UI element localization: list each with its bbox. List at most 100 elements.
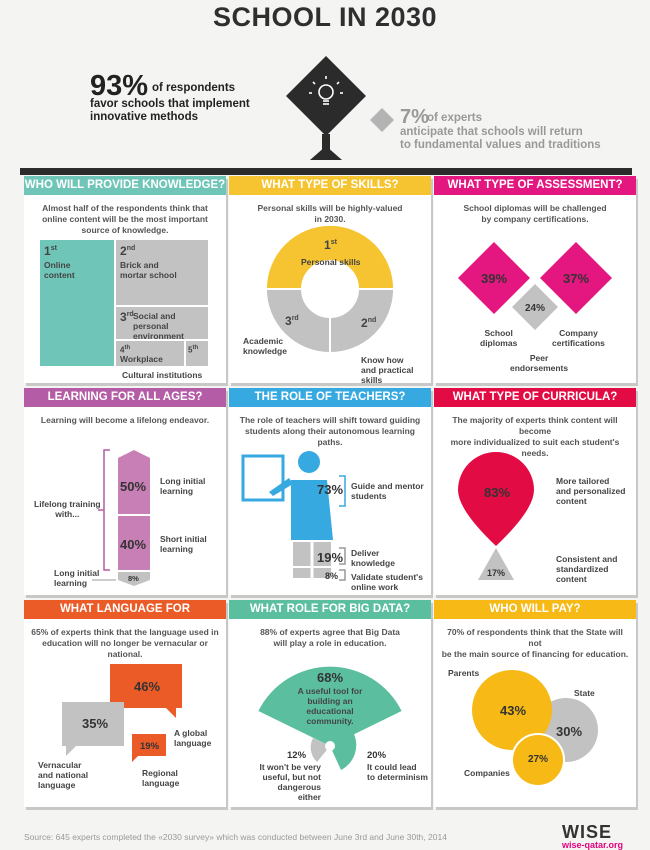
bubble-global	[110, 664, 182, 718]
value-tailored: 83%	[484, 485, 511, 500]
card-title: THE ROLE OF TEACHERS?	[229, 388, 431, 407]
fan-determinism	[330, 732, 357, 770]
label-parents: Parents	[448, 668, 480, 678]
intro-pointer	[310, 146, 342, 160]
card-subtitle: The role of teachers will shift toward g…	[235, 415, 425, 448]
label-companies: Companies	[464, 768, 510, 778]
teacher-head	[298, 451, 320, 473]
card-teachers: THE ROLE OF TEACHERS? The role of teache…	[229, 388, 431, 595]
treemap-cell-workplace	[116, 341, 184, 366]
circle-companies	[511, 733, 565, 787]
card-title: WHAT TYPE OF ASSESSMENT?	[434, 176, 636, 195]
value-global: 46%	[134, 679, 161, 694]
segment-short-initial	[118, 516, 150, 570]
value-validate: 8%	[325, 571, 339, 581]
card-subtitle: Almost half of the respondents think tha…	[30, 203, 220, 236]
card-title: WHAT TYPE OF CURRICULA?	[434, 388, 636, 407]
intro-small-text-1: of experts	[427, 112, 482, 124]
rank-workplace: 4th	[120, 345, 131, 355]
teacher-figure	[241, 451, 346, 581]
diamond-peer	[512, 284, 558, 330]
skills-donut	[264, 223, 396, 355]
teacher-arm	[269, 478, 293, 496]
value-guide: 73%	[317, 482, 344, 497]
bubble-regional	[132, 734, 166, 762]
card-subtitle: 70% of respondents think that the State …	[440, 627, 630, 660]
subtitle-line: source of knowledge.	[81, 225, 169, 235]
card-bigdata: WHAT ROLE FOR BIG DATA? 88% of experts a…	[229, 600, 431, 807]
treemap-cell-cultural	[186, 341, 208, 366]
bubble-national	[62, 702, 124, 756]
card-subtitle: Learning will become a lifelong endeavor…	[30, 415, 220, 426]
intro-small-pct: 7%	[400, 106, 429, 128]
bracket-validate	[339, 569, 346, 581]
card-title: WHAT TYPE OF SKILLS?	[229, 176, 431, 195]
card-knowledge: WHO WILL PROVIDE KNOWLEDGE? Almost half …	[24, 176, 226, 383]
treemap-cell-social	[116, 307, 208, 339]
assessment-diamonds	[458, 242, 612, 330]
label-cultural: Cultural institutions	[122, 370, 203, 380]
card-skills: WHAT TYPE OF SKILLS? Personal skills wil…	[229, 176, 431, 385]
rank-academic: 3rd	[285, 314, 299, 328]
treemap-cell-school	[116, 240, 208, 305]
intro-stem	[322, 134, 330, 150]
card-title: WHAT ROLE FOR BIG DATA?	[229, 600, 431, 619]
teacher-body	[291, 480, 333, 540]
value-national: 35%	[82, 716, 109, 731]
drop-tailored	[458, 452, 534, 546]
rank-cultural: 5th	[188, 345, 199, 355]
footer-site: wise-qatar.org	[562, 840, 624, 850]
intro-big-text-3: innovative methods	[90, 111, 198, 123]
donut-segment-academic	[264, 288, 331, 355]
subtitle-line: education will no longer be vernacular o…	[42, 638, 208, 659]
card-pay: WHO WILL PAY? 70% of respondents think t…	[434, 600, 636, 807]
bigdata-fan	[258, 666, 402, 770]
subtitle-line: School diplomas will be challenged	[463, 203, 607, 213]
intro-big-text-2: favor schools that implement	[90, 98, 250, 110]
value-parents: 43%	[500, 703, 527, 718]
intro-small-text-2: anticipate that schools will return	[400, 126, 583, 138]
bracket-guide	[339, 475, 346, 507]
fan-neutral	[310, 738, 330, 762]
value-standardized: 17%	[487, 568, 506, 578]
value-determinism: 20%	[367, 750, 387, 761]
label-personal: Personal skills	[301, 257, 361, 267]
value-long-only: 8%	[128, 574, 139, 583]
curricula-drop	[458, 452, 534, 580]
value-deliver: 19%	[317, 550, 344, 565]
card-curricula: WHAT TYPE OF CURRICULA? The majority of …	[434, 388, 636, 595]
card-title: LEARNING FOR ALL AGES?	[24, 388, 226, 407]
subtitle-line: The role of teachers will shift toward g…	[239, 415, 421, 425]
intro-small-text-3: to fundamental values and traditions	[400, 139, 601, 151]
card-subtitle: The majority of experts think content wi…	[440, 415, 630, 459]
value-long: 50%	[120, 479, 147, 494]
value-peer: 24%	[525, 303, 546, 314]
donut-segment-personal	[264, 223, 396, 290]
intro-big-text-1: of respondents	[152, 82, 236, 94]
card-subtitle: 65% of experts think that the language u…	[30, 627, 220, 660]
triangle-standardized	[478, 548, 514, 580]
circle-parents	[472, 670, 552, 750]
subtitle-line: in 2030.	[314, 214, 346, 224]
intro-diamond-grey	[370, 108, 394, 132]
subtitle-line: 70% of respondents think that the State …	[447, 627, 623, 648]
subtitle-line: Almost half of the respondents think tha…	[42, 203, 208, 213]
wise-logo: WISE	[562, 822, 613, 842]
lightbulb-icon	[309, 76, 343, 105]
subtitle-line: 88% of experts agree that Big Data	[260, 627, 400, 637]
value-short: 40%	[120, 537, 147, 552]
